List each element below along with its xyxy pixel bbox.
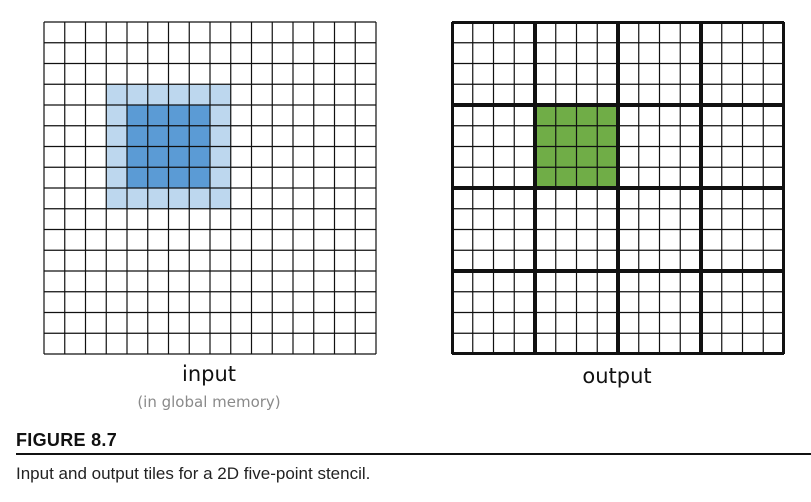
caption-rule	[16, 453, 811, 455]
output-label: output	[582, 364, 652, 388]
figure-caption: Input and output tiles for a 2D five-poi…	[16, 464, 371, 483]
figure-number: FIGURE 8.7	[16, 430, 118, 450]
input-sublabel: (in global memory)	[137, 393, 281, 411]
output-grid	[451, 21, 785, 355]
input-label: input	[181, 362, 237, 386]
input-grid	[43, 21, 377, 355]
